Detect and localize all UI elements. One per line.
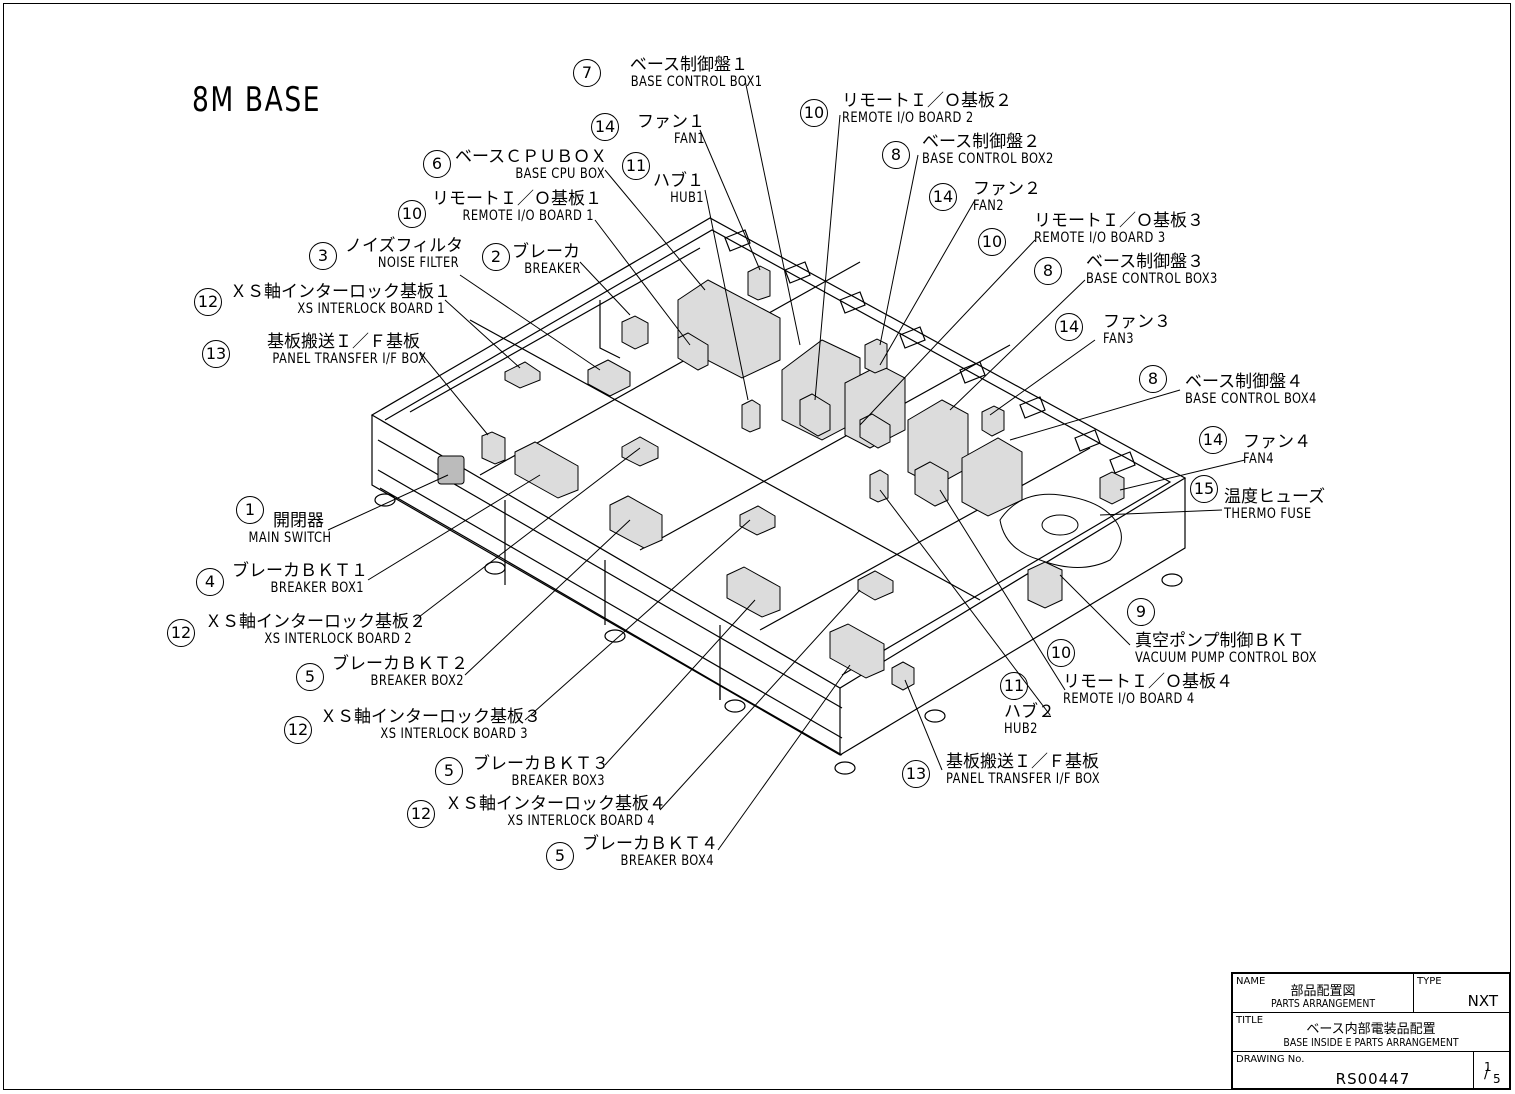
breaker <box>621 315 649 350</box>
label-base-control-box4: 8 ベース制御盤４ BASE CONTROL BOX4 <box>1139 365 1346 406</box>
xs-interlock-3 <box>739 505 776 536</box>
label-remote-io-board-4: 10 リモートＩ／Ｏ基板４ REMOTE I/O BOARD 4 <box>1047 639 1233 706</box>
label-remote-io-board-3: 10 リモートＩ／Ｏ基板３ REMOTE I/O BOARD 3 <box>978 212 1204 256</box>
remote-io-3 <box>859 413 891 449</box>
label-breaker: 2 ブレーカ BREAKER <box>482 243 580 276</box>
label-panel-transfer-2: 13 基板搬送Ｉ／Ｆ基板 PANEL TRANSFER I/F BOX <box>902 753 1134 788</box>
remote-io-2 <box>799 393 831 437</box>
leveling-feet <box>374 493 1183 775</box>
noise-filter <box>587 359 631 397</box>
fan-3 <box>981 405 1005 437</box>
remote-io-1 <box>677 332 709 371</box>
vacuum-pump <box>999 493 1122 568</box>
hub-1 <box>741 399 761 433</box>
fan-4 <box>1099 471 1125 505</box>
label-base-control-box1: 7 ベース制御盤１ BASE CONTROL BOX1 <box>573 56 762 89</box>
fan-1 <box>747 265 771 301</box>
title-cell: TITLE ベース内部電装品配置 BASE INSIDE E PARTS ARR… <box>1232 1012 1510 1052</box>
main-switch <box>437 455 465 485</box>
leader-lines <box>327 79 1246 851</box>
label-panel-transfer-1: 13 基板搬送Ｉ／Ｆ基板 PANEL TRANSFER I/F BOX <box>202 333 426 368</box>
xs-interlock-1 <box>504 361 541 389</box>
page-title: 8M BASE <box>192 80 322 120</box>
label-remote-io-board-1: 10 リモートＩ／Ｏ基板１ REMOTE I/O BOARD 1 <box>398 190 602 228</box>
breaker-box-2 <box>609 495 663 549</box>
sheet-border <box>3 3 1511 1090</box>
label-breaker-box2: 5 ブレーカＢＫＴ２ BREAKER BOX2 <box>296 655 468 691</box>
drawing-no-cell: DRAWING No. RS00447 <box>1232 1051 1474 1089</box>
label-thermo-fuse: 15 温度ヒューズ THERMO FUSE <box>1190 475 1331 521</box>
breaker-box-4 <box>829 623 885 679</box>
sheet-slash: / <box>1484 1066 1489 1082</box>
name-cell: NAME 部品配置図 PARTS ARRANGEMENT <box>1232 973 1414 1013</box>
xs-interlock-4 <box>857 570 894 601</box>
label-fan2: 14 ファン２ FAN2 <box>929 180 1041 213</box>
breaker-box-3 <box>726 566 781 618</box>
sheet-number-cell: 1 / 5 <box>1473 1051 1510 1089</box>
type-cell: TYPE NXT <box>1413 973 1510 1013</box>
rear-vents <box>724 229 1136 474</box>
control-box-4 <box>961 437 1023 517</box>
label-hub1: 11 ハブ１ HUB1 <box>622 152 704 205</box>
label-breaker-box3: 5 ブレーカＢＫＴ３ BREAKER BOX3 <box>435 755 609 788</box>
label-noise-filter: 3 ノイズフィルタ NOISE FILTER <box>309 237 463 270</box>
remote-io-4 <box>914 461 949 507</box>
label-base-control-box3: 8 ベース制御盤３ BASE CONTROL BOX3 <box>1034 253 1247 286</box>
label-base-cpu-box: 6 ベースＣＰＵＢＯＸ BASE CPU BOX <box>423 148 607 181</box>
panel-transfer-1 <box>481 431 506 465</box>
label-breaker-box1: 4 ブレーカＢＫＴ１ BREAKER BOX1 <box>196 562 368 596</box>
label-hub2: 11 ハブ２ HUB2 <box>1000 672 1055 736</box>
label-vacuum-pump-control-box: 9 真空ポンプ制御ＢＫＴ VACUUM PUMP CONTROL BOX <box>1127 598 1357 665</box>
title-block: NAME 部品配置図 PARTS ARRANGEMENT TYPE NXT TI… <box>1231 972 1511 1090</box>
base-inner-outline <box>384 229 1172 676</box>
base-front-left-face <box>371 415 841 757</box>
base-front-right-face <box>839 478 1186 756</box>
label-fan1: 14 ファン１ FAN1 <box>591 113 705 146</box>
panel-transfer-2 <box>891 661 915 691</box>
label-breaker-box4: 5 ブレーカＢＫＴ４ BREAKER BOX4 <box>546 835 718 870</box>
vacuum-pump-box <box>1027 561 1063 609</box>
label-base-control-box2: 8 ベース制御盤２ BASE CONTROL BOX2 <box>882 133 1083 169</box>
fan-2 <box>864 338 888 374</box>
label-xs-interlock-board-3: 12 ＸＳ軸インターロック基板３ XS INTERLOCK BOARD 3 <box>284 708 541 744</box>
label-fan4: 14 ファン４ FAN4 <box>1199 426 1311 466</box>
label-remote-io-board-2: 10 リモートＩ／Ｏ基板２ REMOTE I/O BOARD 2 <box>800 92 1012 127</box>
label-main-switch: 1 開閉器 MAIN SWITCH <box>232 496 331 545</box>
label-xs-interlock-board-2: 12 ＸＳ軸インターロック基板２ XS INTERLOCK BOARD 2 <box>167 613 426 647</box>
label-xs-interlock-board-4: 12 ＸＳ軸インターロック基板４ XS INTERLOCK BOARD 4 <box>407 795 666 828</box>
label-fan3: 14 ファン３ FAN3 <box>1055 313 1171 346</box>
label-xs-interlock-board-1: 12 ＸＳ軸インターロック基板１ XS INTERLOCK BOARD 1 <box>194 283 451 316</box>
xs-interlock-2 <box>621 436 659 467</box>
breaker-box-1 <box>514 441 579 499</box>
